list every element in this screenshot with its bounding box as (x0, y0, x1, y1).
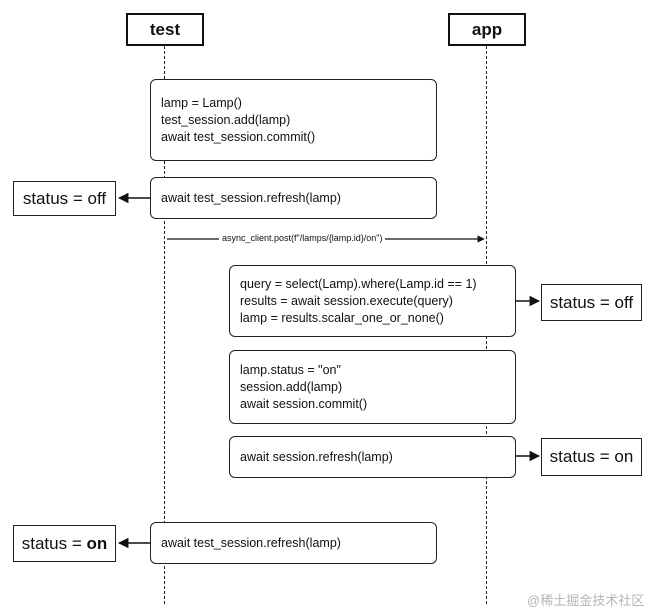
status-4-prefix: status = (21, 533, 87, 553)
step-refresh-test-2-line: await test_session.refresh(lamp) (161, 535, 341, 550)
post-call-label: async_client.post(f"/lamps/{lamp.id}/on"… (219, 233, 386, 243)
step-refresh-test-1-line: await test_session.refresh(lamp) (161, 190, 341, 205)
watermark-text: @稀土掘金技术社区 (527, 593, 645, 608)
status-box-2: status = off (541, 284, 642, 321)
step-update-line-2: session.add(lamp) (240, 379, 343, 394)
step-refresh-test-1-box: await test_session.refresh(lamp) (150, 177, 437, 219)
step-create-box: lamp = Lamp() test_session.add(lamp) awa… (150, 79, 437, 161)
step-update-line-3: await session.commit() (240, 396, 368, 411)
status-1-text: status = off (22, 188, 107, 208)
step-query-box: query = select(Lamp).where(Lamp.id == 1)… (229, 265, 516, 337)
actor-test: test (126, 13, 204, 46)
status-box-3: status = on (541, 438, 642, 476)
step-create-line-3: await test_session.commit() (161, 129, 316, 144)
step-query-line-1: query = select(Lamp).where(Lamp.id == 1) (240, 276, 477, 291)
status-box-1: status = off (13, 181, 116, 216)
actor-app: app (448, 13, 526, 46)
step-refresh-app-box: await session.refresh(lamp) (229, 436, 516, 478)
step-query-line-3: lamp = results.scalar_one_or_none() (240, 310, 444, 325)
step-create-line-2: test_session.add(lamp) (161, 112, 291, 127)
status-4-value: on (86, 533, 108, 553)
step-refresh-test-2-box: await test_session.refresh(lamp) (150, 522, 437, 564)
test-lifeline (164, 46, 165, 604)
status-2-text: status = off (549, 292, 634, 312)
step-refresh-app-line: await session.refresh(lamp) (240, 449, 393, 464)
step-update-box: lamp.status = "on" session.add(lamp) awa… (229, 350, 516, 424)
status-3-text: status = on (549, 447, 634, 466)
status-box-4: status = on (13, 525, 116, 562)
step-create-line-1: lamp = Lamp() (161, 95, 242, 110)
step-update-line-1: lamp.status = "on" (240, 362, 341, 377)
actor-test-label: test (149, 19, 181, 39)
step-query-line-2: results = await session.execute(query) (240, 293, 453, 308)
actor-app-label: app (471, 19, 503, 39)
